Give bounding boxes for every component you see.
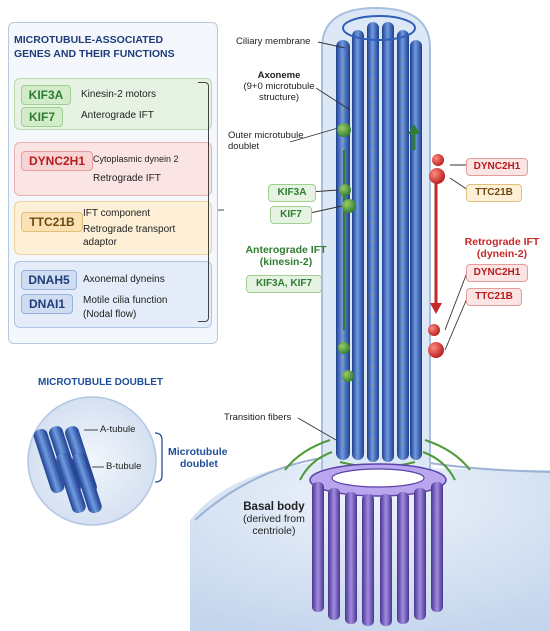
outer-doublet-label: Outer microtubule doublet [228,130,310,152]
basal-body-sub: centriole) [252,525,296,537]
inset-title: MICROTUBULE DOUBLET [38,377,163,388]
axoneme-sub: (9+0 microtubule [243,81,315,92]
axoneme-label: Axoneme (9+0 microtubule structure) [238,70,320,103]
axoneme-title: Axoneme [257,70,301,81]
anterograde-title-line1: Anterograde IFT [245,244,327,256]
gene-group-kinesin: KIF3A KIF7 Kinesin-2 motors Anterograde … [14,78,212,130]
gene-function: IFT component [83,208,151,219]
retrograde-badge-ttc21b: TTC21B [466,184,522,202]
gene-function: Retrograde transport [83,224,176,235]
gene-tag-kif3a: KIF3A [21,85,71,105]
retrograde-title-line2: (dynein-2) [476,248,528,260]
anterograde-badge-kif3a: KIF3A [268,184,316,202]
transition-fibers-label: Transition fibers [224,412,292,423]
gene-function: Axonemal dyneins [83,274,165,285]
doublet-side-label: Microtubule doublet [168,446,228,470]
gene-function: Motile cilia function [83,295,168,306]
doublet-inset [27,396,163,526]
retrograde-badge-ttc21b-2: TTC21B [466,288,522,306]
gene-tag-ttc21b: TTC21B [21,212,83,232]
gene-function: adaptor [83,237,117,248]
gene-function: Anterograde IFT [81,110,154,121]
gene-function: Retrograde IFT [93,173,161,184]
gene-tag-dnah5: DNAH5 [21,270,77,290]
ciliary-membrane-label: Ciliary membrane [236,36,311,47]
panel-bracket [198,82,209,322]
basal-body [309,463,447,626]
anterograde-motors [337,123,420,382]
anterograde-badge-kif7: KIF7 [270,206,312,224]
panel-title-line1: MICROTUBULE-ASSOCIATED [14,34,164,46]
anterograde-title: Anterograde IFT (kinesin-2) [234,244,338,268]
basal-body-title: Basal body [243,501,305,513]
retrograde-badge-dync2h1: DYNC2H1 [466,158,528,176]
basal-body-sub: (derived from [243,513,305,525]
anterograde-title-line2: (kinesin-2) [259,256,313,268]
gene-tag-dync2h1: DYNC2H1 [21,151,93,171]
anterograde-badge-combined: KIF3A, KIF7 [246,275,322,293]
transition-fibers [284,439,471,481]
axoneme-sub: structure) [258,92,300,103]
gene-function: (Nodal flow) [83,309,137,320]
retrograde-title: Retrograde IFT (dynein-2) [456,236,548,260]
gene-tag-kif7: KIF7 [21,107,63,127]
basal-body-label: Basal body (derived from centriole) [243,501,305,537]
gene-function: Cytoplasmic dynein 2 [93,154,179,164]
gene-function: Kinesin-2 motors [81,89,157,100]
outer-doublet-line1: Outer microtubule [228,130,304,141]
panel-title-line2: GENES AND THEIR FUNCTIONS [14,48,175,60]
gene-group-ttc21b: TTC21B IFT component Retrograde transpor… [14,201,212,255]
doublet-side-line2: doublet [180,458,218,470]
doublet-side-line1: Microtubule [168,446,228,458]
gene-tag-dnai1: DNAI1 [21,294,73,314]
retrograde-title-line1: Retrograde IFT [464,236,540,248]
gene-group-dynein2: DYNC2H1 Cytoplasmic dynein 2 Retrograde … [14,142,212,196]
retrograde-motors [428,154,445,358]
leader-lines [210,41,469,441]
b-tubule-label: B-tubule [106,461,142,472]
panel-title: MICROTUBULE-ASSOCIATED GENES AND THEIR F… [14,33,204,61]
gene-group-axonemal: DNAH5 DNAI1 Axonemal dyneins Motile cili… [14,261,212,328]
a-tubule-label: A-tubule [100,424,136,435]
outer-doublet-line2: doublet [228,141,260,152]
retrograde-badge-dync2h1-2: DYNC2H1 [466,264,528,282]
